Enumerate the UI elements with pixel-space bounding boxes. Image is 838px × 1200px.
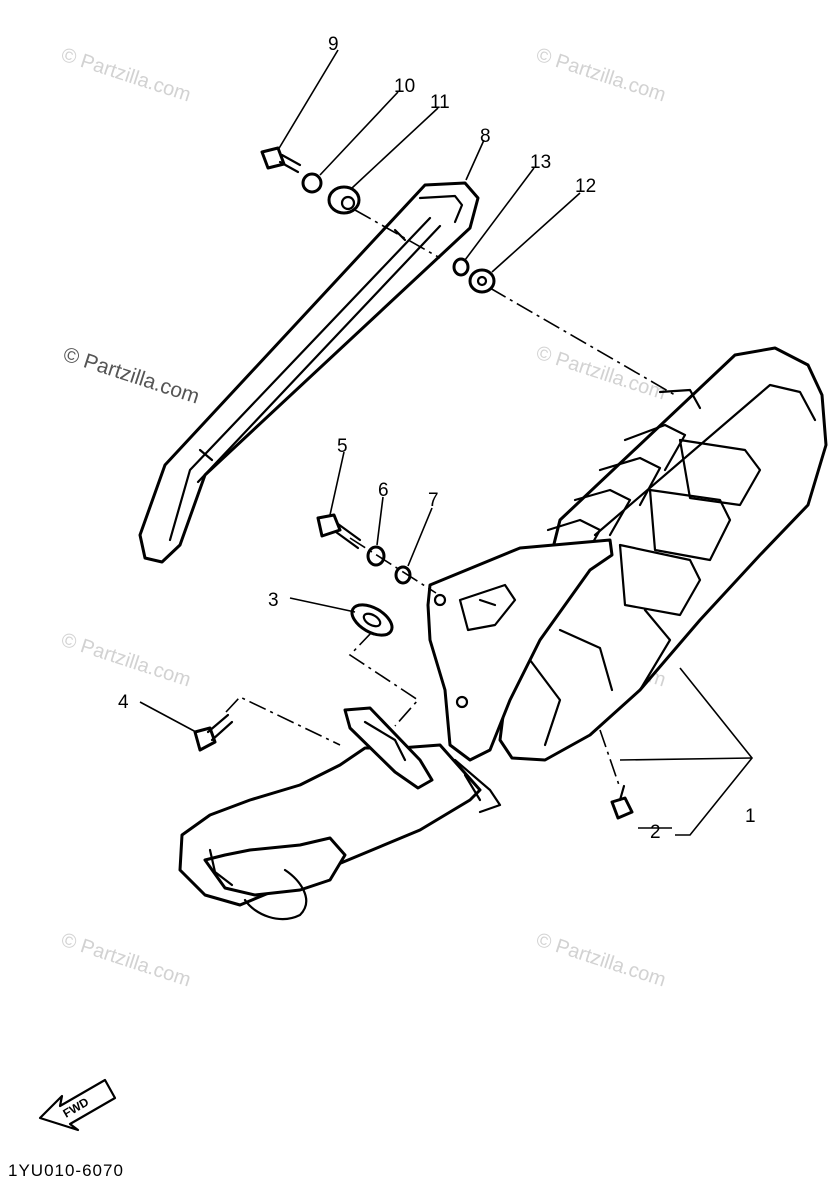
callout-8: 8 bbox=[480, 126, 491, 147]
callout-5: 5 bbox=[337, 436, 348, 457]
assembly-lines bbox=[225, 209, 676, 789]
bolt-2 bbox=[610, 784, 634, 820]
watermark: © Partzilla.com bbox=[533, 929, 668, 992]
callout-12: 12 bbox=[575, 176, 596, 197]
exhaust-pipe bbox=[178, 743, 502, 920]
callout-3: 3 bbox=[268, 590, 279, 611]
mounting-bracket bbox=[426, 538, 614, 762]
washer-6 bbox=[366, 545, 386, 567]
callout-9: 9 bbox=[328, 34, 339, 55]
washer-7 bbox=[394, 565, 412, 585]
callout-6: 6 bbox=[378, 480, 389, 501]
watermark: © Partzilla.com bbox=[58, 629, 193, 692]
grommet-12 bbox=[468, 268, 496, 294]
bolt-5 bbox=[316, 513, 362, 550]
callout-7: 7 bbox=[428, 490, 439, 511]
callout-1: 1 bbox=[745, 806, 756, 827]
callouts: 1 2 3 4 5 6 7 8 9 10 11 12 13 bbox=[118, 34, 756, 843]
diagram-code: 1YU010-6070 bbox=[8, 1161, 124, 1180]
collar-10 bbox=[301, 172, 323, 194]
watermark: © Partzilla.com bbox=[533, 342, 668, 405]
watermark: © Partzilla.com bbox=[58, 44, 193, 107]
callout-2: 2 bbox=[650, 822, 661, 843]
leader-lines bbox=[139, 49, 754, 836]
grommet-11 bbox=[327, 185, 361, 215]
protector-bar bbox=[138, 181, 480, 564]
watermark: © Partzilla.com bbox=[533, 44, 668, 107]
fwd-arrow-icon: FWD bbox=[38, 1078, 117, 1132]
bolt-9 bbox=[260, 146, 302, 174]
exhaust-flange bbox=[343, 706, 434, 790]
bolt-4 bbox=[193, 713, 234, 752]
callout-11: 11 bbox=[430, 92, 450, 113]
washer-13 bbox=[452, 257, 470, 277]
watermark: © Partzilla.com bbox=[60, 343, 202, 409]
watermark: © Partzilla.com bbox=[58, 929, 193, 992]
callout-10: 10 bbox=[394, 76, 415, 97]
callout-13: 13 bbox=[530, 152, 551, 173]
callout-4: 4 bbox=[118, 692, 129, 713]
gasket bbox=[350, 603, 394, 637]
